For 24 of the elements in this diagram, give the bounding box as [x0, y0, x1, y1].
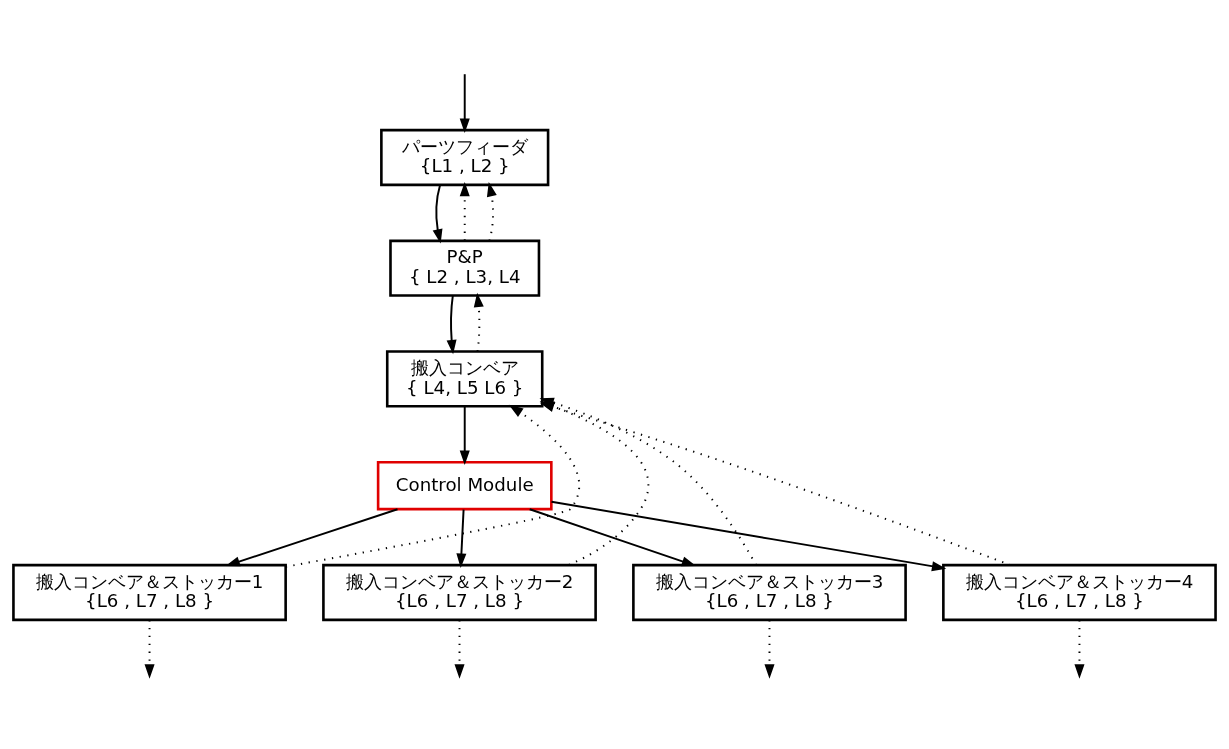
- node-box: 搬入コンベア＆ストッカー4 {L6 , L7 , L8 }: [942, 563, 1217, 621]
- arrow: [432, 183, 443, 243]
- node-box: 搬入コンベア { L4, L5 L6 }: [385, 349, 544, 408]
- arrow: [459, 72, 470, 133]
- arrow: [550, 500, 947, 571]
- arrow: [486, 181, 497, 242]
- arrow: [459, 405, 470, 465]
- node-box: Control Module: [376, 460, 553, 510]
- node-box: 搬入コンベア＆ストッカー3 {L6 , L7 , L8 }: [632, 563, 907, 621]
- arrow: [1074, 618, 1085, 679]
- arrow: [446, 294, 457, 354]
- arrow: [764, 618, 775, 679]
- arrow: [456, 508, 467, 568]
- arrow: [528, 507, 697, 566]
- arrow: [473, 292, 484, 352]
- arrow: [144, 618, 155, 679]
- node-box: 搬入コンベア＆ストッカー2 {L6 , L7 , L8 }: [322, 563, 597, 621]
- arrow: [284, 404, 581, 568]
- node-box: P&P { L2 , L3, L4: [389, 239, 541, 297]
- node-box: パーツフィーダ {L1 , L2 }: [380, 128, 550, 186]
- arrow: [225, 507, 399, 566]
- arrow: [454, 618, 465, 679]
- node-box: 搬入コンベア＆ストッカー1 {L6 , L7 , L8 }: [12, 563, 287, 621]
- arrow: [459, 181, 470, 242]
